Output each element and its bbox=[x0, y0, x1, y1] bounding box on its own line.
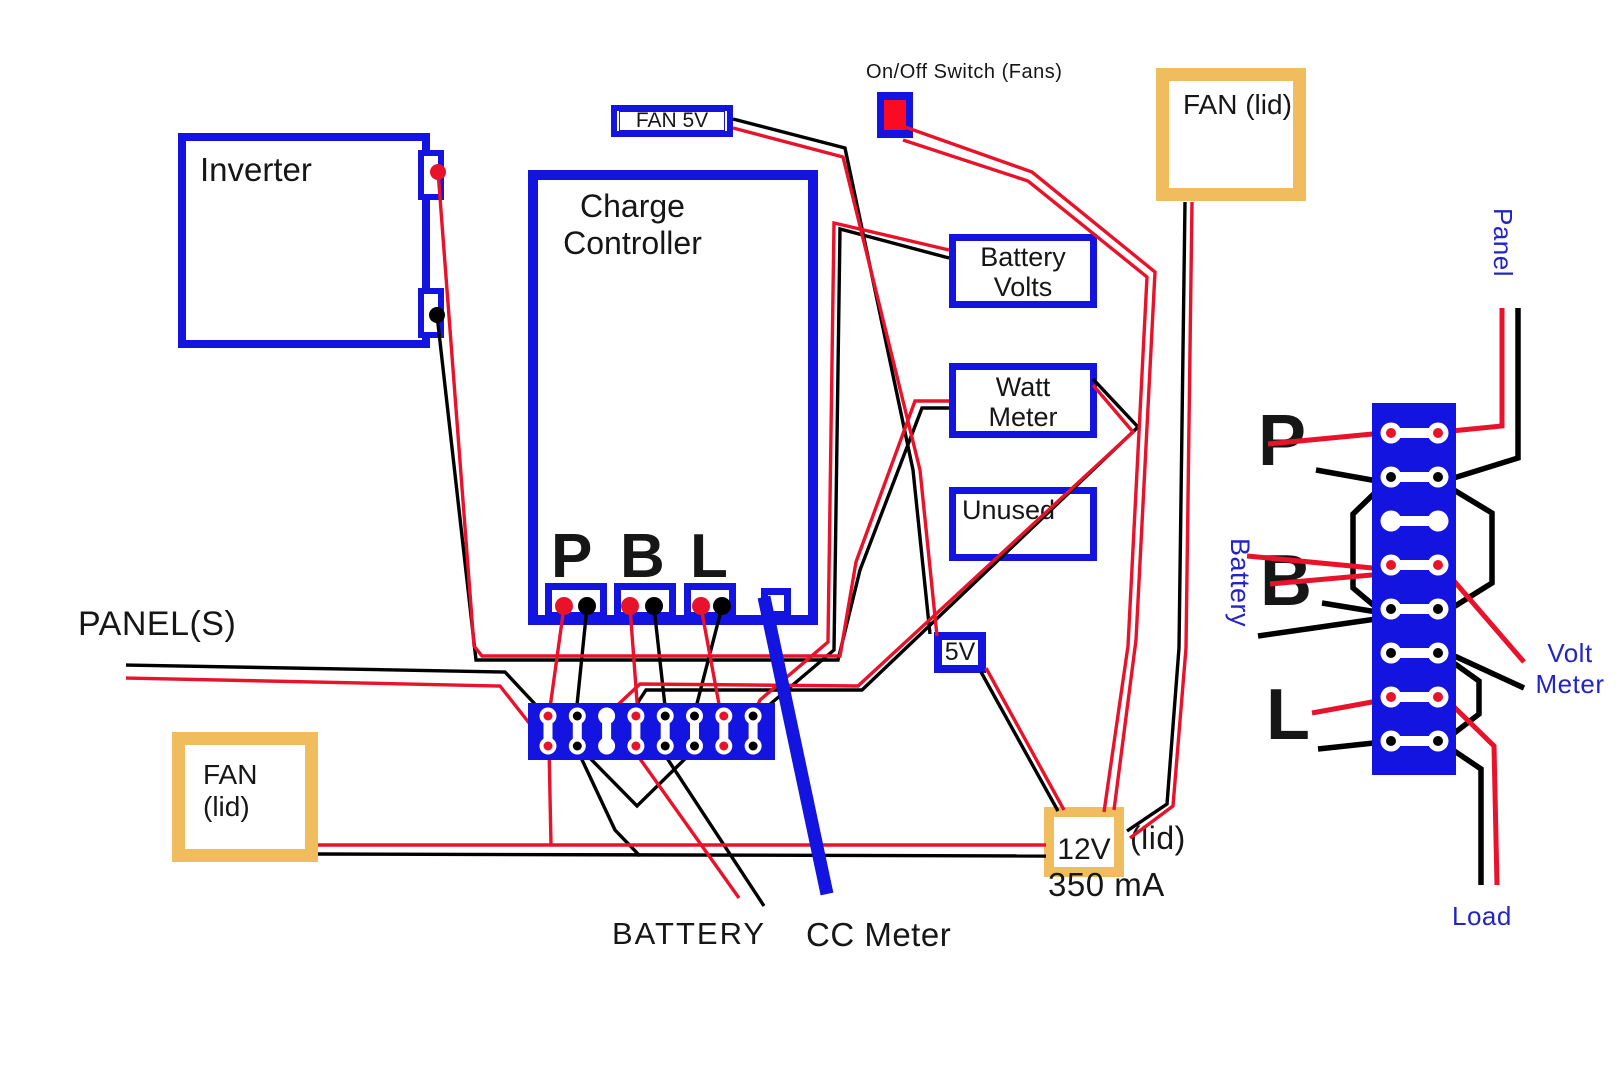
inverter-label: Inverter bbox=[200, 151, 312, 188]
inverter-positive-terminal bbox=[418, 150, 444, 200]
fan-5v-box: FAN 5V bbox=[611, 105, 733, 137]
inverter-negative-terminal bbox=[418, 288, 444, 338]
battery-volts-box: Battery Volts bbox=[949, 234, 1097, 308]
fan-lid-bottom-box: FAN (lid) bbox=[172, 732, 318, 862]
five-volt-box: 5V bbox=[934, 632, 986, 673]
unused-box: Unused bbox=[949, 487, 1097, 561]
strip-label-p: P bbox=[1258, 401, 1307, 481]
cc-terminal-label-b: B bbox=[620, 522, 665, 591]
fan-lid-top-label: FAN (lid) bbox=[1183, 89, 1292, 120]
strip-label-l: L bbox=[1266, 675, 1311, 755]
battery-label: BATTERY bbox=[612, 916, 767, 951]
cc-terminal-label-p: P bbox=[551, 522, 593, 591]
switch-rocker bbox=[884, 100, 906, 130]
twelve-volt-lid-label: (lid) bbox=[1130, 820, 1186, 856]
cc-meter-port bbox=[761, 588, 791, 618]
panels-label: PANEL(S) bbox=[78, 605, 237, 643]
volt-meter-label: Volt Meter bbox=[1535, 638, 1605, 699]
twelve-volt-current-label: 350 mA bbox=[1048, 866, 1165, 903]
strip-label-b: B bbox=[1260, 541, 1313, 621]
load-label: Load bbox=[1452, 901, 1512, 931]
onoff-switch bbox=[877, 92, 913, 138]
fan-5v-label: FAN 5V bbox=[619, 109, 725, 132]
charge-controller-label: Charge Controller bbox=[563, 188, 702, 261]
cc-terminal-label-l: L bbox=[690, 522, 728, 591]
cc-meter-label: CC Meter bbox=[806, 916, 952, 953]
fan-lid-bottom-label: FAN (lid) bbox=[203, 759, 258, 822]
onoff-switch-label: On/Off Switch (Fans) bbox=[866, 61, 1063, 83]
watt-meter-box: Watt Meter bbox=[949, 363, 1097, 438]
fan-lid-top-box: FAN (lid) bbox=[1156, 68, 1306, 201]
inverter-box: Inverter bbox=[178, 133, 430, 348]
battery-rotated-label: Battery bbox=[1225, 538, 1255, 628]
panel-rotated-label: Panel bbox=[1488, 208, 1518, 277]
